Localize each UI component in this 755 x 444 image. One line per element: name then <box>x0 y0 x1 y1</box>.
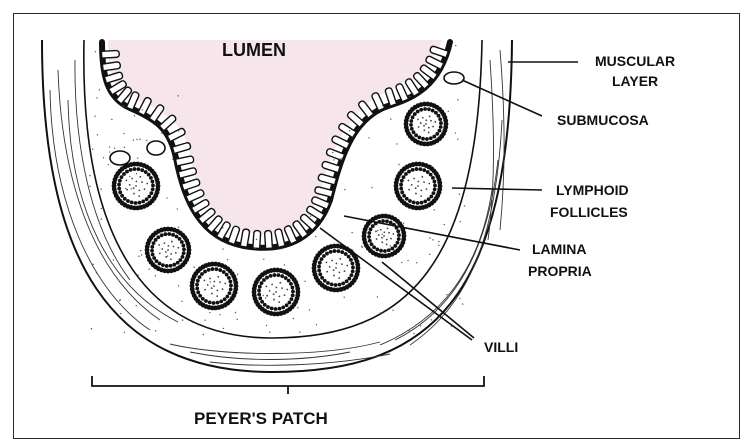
lymphoid-follicle <box>112 162 161 211</box>
label-muscular-layer-line1: MUSCULAR <box>595 53 675 69</box>
villus <box>168 129 185 142</box>
label-muscular-layer-line2: LAYER <box>612 73 658 89</box>
label-lymphoid-follicles-line2: FOLLICLES <box>550 204 628 220</box>
label-lamina-propria-line1: LAMINA <box>532 241 586 257</box>
vessel-oval <box>147 141 165 155</box>
villus <box>312 197 329 209</box>
lumen-area <box>108 40 442 234</box>
villus <box>103 62 120 71</box>
vessel-oval <box>110 151 130 165</box>
villus <box>372 93 384 110</box>
villus <box>228 226 239 243</box>
label-lymphoid-follicles-line1: LYMPHOID <box>556 182 629 198</box>
villus <box>240 229 249 246</box>
label-peyers-patch: PEYER'S PATCH <box>194 409 328 428</box>
lymphoid-follicle <box>404 102 449 147</box>
lymphoid-follicle <box>394 162 443 211</box>
label-villi: VILLI <box>484 339 518 355</box>
label-submucosa: SUBMUCOSA <box>557 112 649 128</box>
lymphoid-follicle <box>190 262 239 311</box>
label-lumen: LUMEN <box>222 40 286 60</box>
lymphoid-follicle <box>145 227 192 274</box>
peyers-patch-bracket <box>92 376 484 394</box>
leader-lymphoid-follicles <box>452 188 542 190</box>
villus <box>150 105 164 122</box>
villus <box>396 84 408 101</box>
villus <box>187 190 204 202</box>
lymphoid-follicle <box>252 268 301 317</box>
villus <box>173 143 190 154</box>
label-lamina-propria-line2: PROPRIA <box>528 263 592 279</box>
villus <box>359 101 374 117</box>
vessel-oval <box>444 72 464 84</box>
villus <box>182 179 199 190</box>
villus <box>385 88 396 105</box>
villus <box>102 51 119 59</box>
lymphoid-follicle <box>312 244 361 293</box>
villus <box>265 231 273 248</box>
